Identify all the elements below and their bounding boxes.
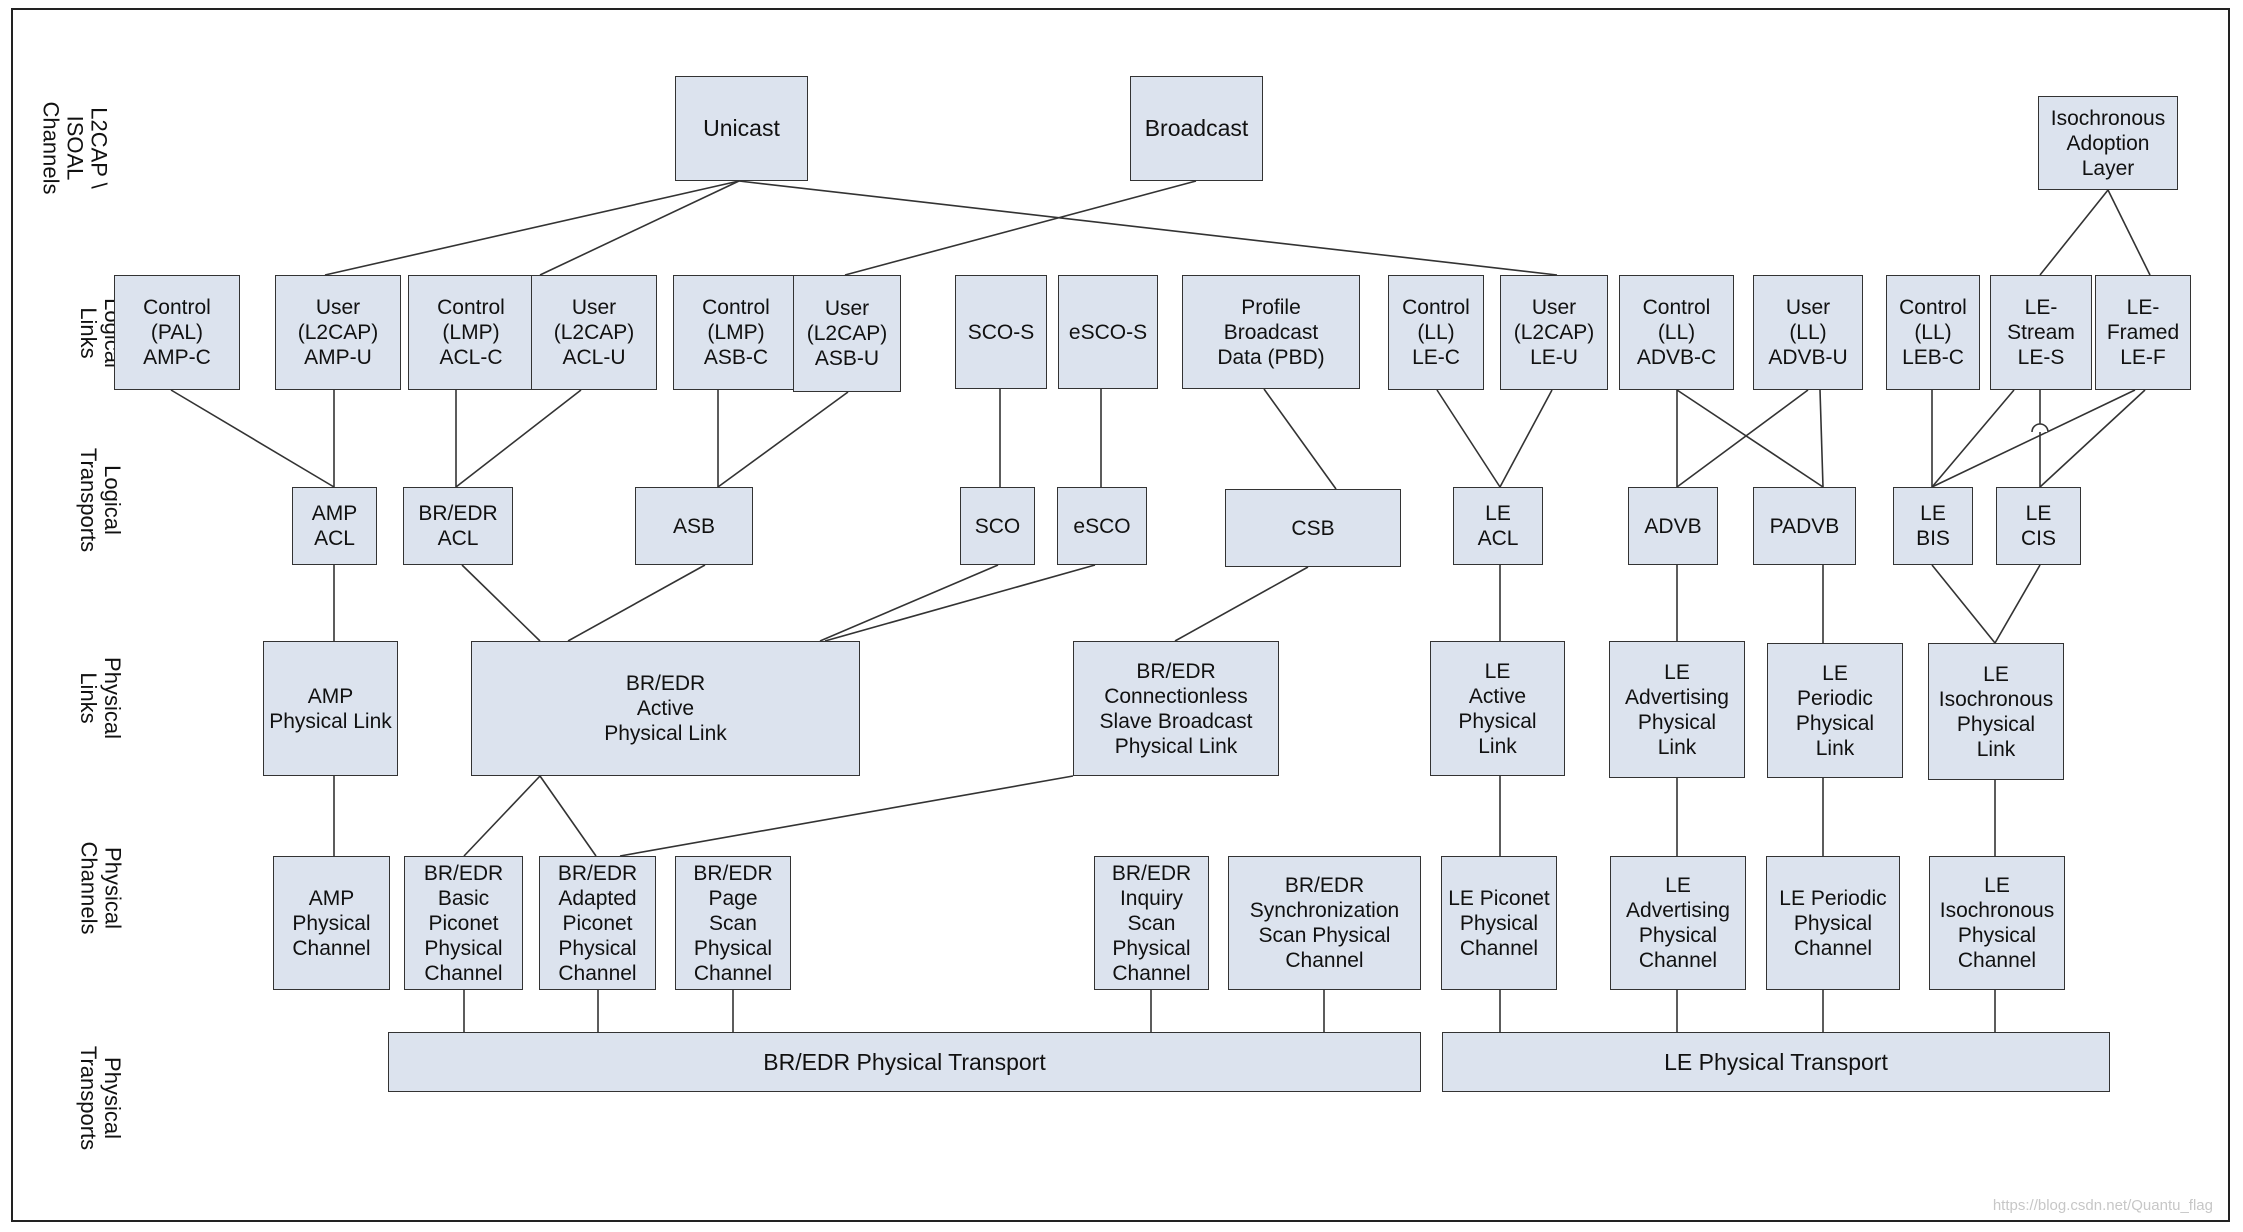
layer-label-physical-transports: Physical Transports bbox=[76, 1035, 125, 1160]
node-advb-u: User (LL) ADVB-U bbox=[1753, 275, 1863, 390]
connector-bredr-acl-to-bredr-apl bbox=[461, 564, 541, 642]
layer-label-physical-links: Physical Links bbox=[76, 630, 125, 765]
connector-le-s-to-le-bis bbox=[1931, 389, 2015, 488]
connector-advb-c-to-padvb bbox=[1676, 389, 1824, 488]
connector-esco-to-bredr-apl bbox=[824, 564, 1096, 642]
node-le-perpl: LE Periodic Physical Link bbox=[1767, 643, 1903, 778]
node-bredr-csbpl: BR/EDR Connectionless Slave Broadcast Ph… bbox=[1073, 641, 1279, 776]
node-bredr-bppc: BR/EDR Basic Piconet Physical Channel bbox=[404, 856, 523, 990]
node-le-bis: LE BIS bbox=[1893, 487, 1973, 565]
node-amp-pc: AMP Physical Channel bbox=[273, 856, 390, 990]
connector-isoal-to-le-f bbox=[2107, 189, 2151, 276]
layer-label-l2cap: L2CAP \ ISOAL Channels bbox=[38, 95, 111, 200]
connector-amp-c-to-amp-acl bbox=[170, 389, 335, 488]
node-isoal: Isochronous Adoption Layer bbox=[2038, 96, 2178, 190]
connector-unicast-to-le-u bbox=[738, 180, 1558, 276]
node-advb: ADVB bbox=[1628, 487, 1718, 565]
node-le-f: LE- Framed LE-F bbox=[2095, 275, 2191, 390]
node-le-advpc: LE Advertising Physical Channel bbox=[1610, 856, 1746, 990]
diagram-frame bbox=[11, 8, 2230, 1222]
node-padvb: PADVB bbox=[1753, 487, 1856, 565]
node-le-pt: LE Physical Transport bbox=[1442, 1032, 2110, 1092]
connector-le-cis-to-le-isopl bbox=[1994, 564, 2041, 644]
node-bredr-acl: BR/EDR ACL bbox=[403, 487, 513, 565]
node-le-s: LE- Stream LE-S bbox=[1990, 275, 2092, 390]
layer-label-text: Physical Links bbox=[76, 656, 126, 739]
node-le-cis: LE CIS bbox=[1996, 487, 2081, 565]
watermark: https://blog.csdn.net/Quantu_flag bbox=[1992, 1197, 2213, 1214]
connector-advb-u-to-padvb bbox=[1819, 389, 1824, 488]
node-bredr-appc: BR/EDR Adapted Piconet Physical Channel bbox=[539, 856, 656, 990]
layer-label-text: Physical Transports bbox=[76, 1045, 126, 1150]
node-bredr-pspc: BR/EDR Page Scan Physical Channel bbox=[675, 856, 791, 990]
node-unicast: Unicast bbox=[675, 76, 808, 181]
node-sco-s: SCO-S bbox=[955, 275, 1047, 389]
node-asb-c: Control (LMP) ASB-C bbox=[673, 275, 799, 390]
connector-csb-to-bredr-csbpl bbox=[1174, 566, 1309, 642]
node-pbd: Profile Broadcast Data (PBD) bbox=[1182, 275, 1360, 389]
node-le-c: Control (LL) LE-C bbox=[1388, 275, 1484, 390]
connector-le-f-to-le-cis bbox=[2039, 389, 2146, 488]
connector-pbd-to-csb bbox=[1263, 388, 1337, 490]
layer-label-text: Logical Transports bbox=[76, 447, 126, 553]
node-bredr-sspc: BR/EDR Synchronization Scan Physical Cha… bbox=[1228, 856, 1421, 990]
node-asb-u: User (L2CAP) ASB-U bbox=[793, 275, 901, 392]
connector-bredr-apl-to-bredr-appc bbox=[539, 775, 597, 857]
node-le-acl: LE ACL bbox=[1453, 487, 1543, 565]
node-esco: eSCO bbox=[1057, 487, 1147, 565]
node-amp-acl: AMP ACL bbox=[292, 487, 377, 565]
node-le-isopl: LE Isochronous Physical Link bbox=[1928, 643, 2064, 780]
node-csb: CSB bbox=[1225, 489, 1401, 567]
connector-le-bis-to-le-isopl bbox=[1931, 564, 1996, 644]
node-bredr-ispc: BR/EDR Inquiry Scan Physical Channel bbox=[1094, 856, 1209, 990]
node-amp-pl: AMP Physical Link bbox=[263, 641, 398, 776]
node-le-isopc: LE Isochronous Physical Channel bbox=[1929, 856, 2065, 990]
node-le-perpc: LE Periodic Physical Channel bbox=[1766, 856, 1900, 990]
layer-label-physical-channels: Physical Channels bbox=[76, 830, 125, 945]
connector-bredr-csbpl-to-bredr-appc bbox=[619, 775, 1074, 857]
connector-sco-to-bredr-apl bbox=[819, 564, 999, 642]
connector-le-c-to-le-acl bbox=[1436, 389, 1501, 488]
layer-label-logical-transports: Logical Transports bbox=[76, 445, 125, 555]
node-asb: ASB bbox=[635, 487, 753, 565]
node-acl-u: User (L2CAP) ACL-U bbox=[531, 275, 657, 390]
connector-le-u-to-le-acl bbox=[1499, 389, 1553, 488]
node-le-ppc: LE Piconet Physical Channel bbox=[1441, 856, 1557, 990]
connector-isoal-to-le-s bbox=[2039, 189, 2109, 276]
connector-le-f-to-le-bis bbox=[1931, 389, 2136, 488]
connector-asb-to-bredr-apl bbox=[567, 564, 706, 642]
node-le-advpl: LE Advertising Physical Link bbox=[1609, 641, 1745, 778]
node-amp-u: User (L2CAP) AMP-U bbox=[275, 275, 401, 390]
connector-bredr-apl-to-bredr-bppc bbox=[463, 775, 541, 857]
node-sco: SCO bbox=[960, 487, 1035, 565]
node-broadcast: Broadcast bbox=[1130, 76, 1263, 181]
connector-broadcast-to-asb-u bbox=[844, 180, 1197, 276]
node-bredr-pt: BR/EDR Physical Transport bbox=[388, 1032, 1421, 1092]
connector-advb-u-to-advb bbox=[1676, 389, 1809, 488]
connector-unicast-to-amp-u bbox=[324, 180, 740, 276]
layer-label-text: Physical Channels bbox=[76, 841, 126, 934]
layer-label-text: L2CAP \ ISOAL Channels bbox=[38, 101, 112, 194]
connector-acl-u-to-bredr-acl bbox=[455, 389, 582, 488]
line-crossing-hop bbox=[2031, 423, 2049, 433]
node-le-apl: LE Active Physical Link bbox=[1430, 641, 1565, 776]
node-advb-c: Control (LL) ADVB-C bbox=[1619, 275, 1734, 390]
node-esco-s: eSCO-S bbox=[1058, 275, 1158, 389]
connector-asb-u-to-asb bbox=[717, 391, 849, 488]
node-acl-c: Control (LMP) ACL-C bbox=[408, 275, 534, 390]
connector-unicast-to-acl-u bbox=[539, 180, 740, 276]
node-amp-c: Control (PAL) AMP-C bbox=[114, 275, 240, 390]
node-leb-c: Control (LL) LEB-C bbox=[1886, 275, 1980, 390]
node-bredr-apl: BR/EDR Active Physical Link bbox=[471, 641, 860, 776]
node-le-u: User (L2CAP) LE-U bbox=[1500, 275, 1608, 390]
